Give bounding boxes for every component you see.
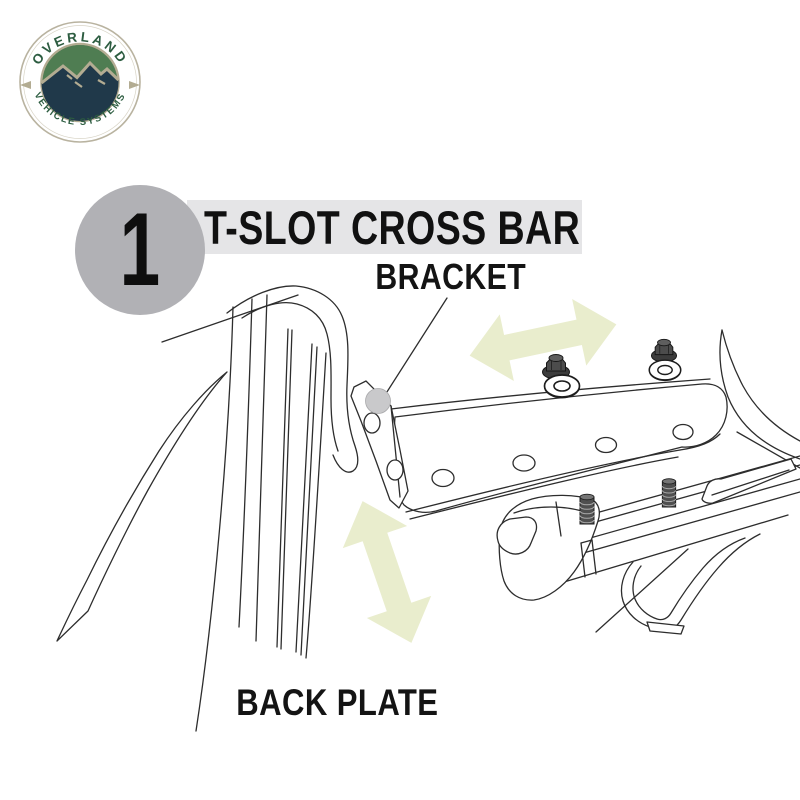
step-number-badge: 1 (75, 185, 205, 315)
back-plate-label: BACK PLATE (236, 682, 439, 723)
leader-construction-line (595, 548, 689, 633)
ovs-logo: OVERLAND VEHICLE SYSTEMS (18, 20, 142, 144)
bracket-flange (350, 380, 409, 509)
washer-icon (648, 359, 682, 382)
title-banner: T-SLOT CROSS BAR (187, 200, 582, 254)
t-slot-channel (701, 458, 797, 504)
right-tick-icon (129, 81, 140, 89)
support-leg (620, 533, 761, 635)
step-number: 1 (119, 192, 161, 308)
page-title: T-SLOT CROSS BAR (204, 200, 581, 254)
threaded-stud-icon (661, 478, 677, 508)
left-tick-icon (20, 81, 31, 89)
bracket-label: BRACKET (375, 256, 527, 297)
back-plate-drawing (56, 285, 359, 732)
ovs-logo-badge-icon: OVERLAND VEHICLE SYSTEMS (19, 21, 141, 143)
washer-icon (543, 374, 581, 399)
threaded-stud-icon (579, 493, 595, 525)
vehicle-rail-lines (719, 329, 800, 469)
bracket-leader-line (384, 297, 448, 396)
end-cap (496, 494, 600, 601)
bracket-drawing (350, 297, 728, 520)
bracket-marker-dot (365, 388, 391, 414)
mountain-ridge-icon (40, 60, 120, 85)
emblem-mountain-fill (41, 62, 119, 121)
flange-nut-icon (650, 338, 678, 363)
cross-bar-drawing (496, 455, 800, 635)
